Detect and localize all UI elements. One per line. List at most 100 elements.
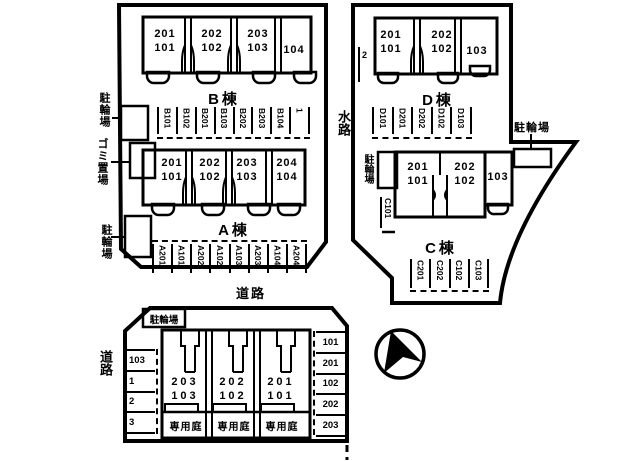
stall-label: C202: [434, 260, 445, 281]
stall-label: 2: [126, 390, 155, 412]
building-d-stairs: [410, 45, 424, 74]
stall-label: 3: [126, 411, 155, 432]
stall-label: D202: [416, 108, 427, 129]
stall-label: 101: [316, 331, 345, 352]
stall-label: D103: [456, 108, 467, 129]
bicycle-parking-label-w: 駐輪場: [100, 224, 112, 260]
unit-label: 203 103: [247, 28, 269, 54]
stall-label: 102: [316, 372, 345, 394]
stall-label: 201: [316, 351, 345, 373]
unit-label: 202 102: [431, 29, 453, 55]
north-arrow-needle: [384, 331, 422, 373]
parking-col-south-east-dash: [313, 331, 315, 435]
building-south-stairs: [180, 330, 296, 373]
parking-row-c: C201 C202 C102 C103: [410, 259, 489, 288]
stall-label: C201: [415, 260, 426, 281]
unit-label: 202 102: [199, 157, 221, 183]
bicycle-parking-label-e: 駐輪場: [514, 122, 550, 134]
unit-label: 201 101: [154, 28, 176, 54]
unit-label: 202 102: [201, 28, 223, 54]
garden-label: 専用庭: [265, 422, 299, 433]
unit-label: 201 101: [407, 161, 429, 187]
building-b-porches: [145, 70, 318, 85]
unit-label: 201 101: [161, 157, 183, 183]
east-block-boundary: [351, 3, 580, 305]
stall-label: A203: [253, 245, 264, 266]
parking-row-d: D101 D201 D202 D102 D103: [372, 107, 472, 134]
building-b-stairs: [181, 44, 241, 73]
stall-label: 203: [316, 414, 345, 435]
building-b-label: B棟: [208, 91, 240, 108]
stall-label: B104: [275, 108, 286, 129]
parking-row-a-dash: [152, 240, 307, 242]
building-d-porches: [376, 64, 492, 85]
bicycle-parking-label-nw: 駐輪場: [98, 92, 110, 128]
stall-label-c101: C101: [383, 198, 393, 219]
unit-label: 201 101: [267, 376, 295, 402]
parking-row-d-dash: [372, 137, 472, 139]
building-a-stairs: [182, 176, 236, 205]
south-block-boundary: [123, 306, 349, 443]
bicycle-e-box: [512, 147, 553, 169]
parking-row-c-dash: [410, 290, 489, 292]
parking-col-south-west-dash: [156, 349, 158, 434]
stall-label: A101: [176, 245, 187, 266]
unit-label: 201 101: [380, 29, 402, 55]
stall-label-2: 2: [362, 50, 368, 60]
building-south-outline: [160, 328, 312, 440]
west-block-boundary: [116, 2, 328, 269]
bicycle-parking-label-s: 駐輪場: [149, 315, 179, 326]
building-c-stairs: [432, 175, 448, 217]
stall-label: 202: [316, 393, 345, 414]
parking-row-a: A201 A101 A202 A102 A103 A203 A104 A204: [152, 244, 307, 273]
garbage-area-label: ゴミ置場: [96, 138, 108, 186]
stall-label: 103: [126, 349, 155, 370]
stall-label: B202: [237, 108, 248, 129]
stall-label: B201: [200, 108, 211, 129]
building-a-label: A棟: [218, 222, 250, 239]
water-channel-label: 水路: [336, 110, 351, 136]
stall-label: C103: [473, 260, 484, 281]
bicycle-parking-label-c: 駐輪場: [362, 154, 373, 184]
road-label-west: 道路: [98, 350, 113, 376]
stall-label: C102: [454, 260, 465, 281]
unit-label: 202 102: [219, 376, 247, 402]
building-c-porch: [486, 202, 510, 216]
unit-label: 202 102: [454, 161, 476, 187]
bicycle-s-box: [141, 307, 187, 329]
building-d-label: D棟: [422, 92, 454, 109]
bicycle-nw-box: [119, 104, 150, 142]
stall-label: B103: [219, 108, 230, 129]
parking-row-b: B101 B102 B201 B103 B202 B203 B104 1: [157, 107, 310, 134]
stall-label: 1: [294, 108, 305, 113]
stall-label: A103: [234, 245, 245, 266]
building-d-outline: [373, 16, 499, 76]
stall-label: D102: [436, 108, 447, 129]
leader-lines-west: [111, 117, 130, 238]
stall-label: 1: [126, 369, 155, 391]
garden-label: 専用庭: [169, 422, 203, 433]
unit-label: 204 104: [276, 157, 298, 183]
stall-label: A202: [195, 245, 206, 266]
parking-row-b-dash: [157, 137, 310, 139]
stall-label: B101: [162, 108, 173, 129]
stall-label: A204: [291, 245, 302, 266]
stall-label: B102: [181, 108, 192, 129]
stall-label: A102: [214, 245, 225, 266]
stall-label: D201: [397, 108, 408, 129]
stall-label: B203: [256, 108, 267, 129]
stall-label: A201: [157, 245, 168, 266]
garden-label: 専用庭: [217, 422, 251, 433]
stall-label: D101: [377, 108, 388, 129]
road-label-center: 道路: [236, 286, 267, 301]
parking-col-south-east: 101 201 102 202 203: [316, 331, 345, 437]
unit-label: 103: [466, 45, 488, 57]
unit-label: 103: [487, 171, 509, 183]
garbage-box: [128, 141, 157, 180]
stall-label: A104: [272, 245, 283, 266]
bicycle-w-box: [123, 214, 153, 259]
bicycle-c-box: [376, 150, 399, 190]
building-c-label: C棟: [425, 240, 457, 257]
